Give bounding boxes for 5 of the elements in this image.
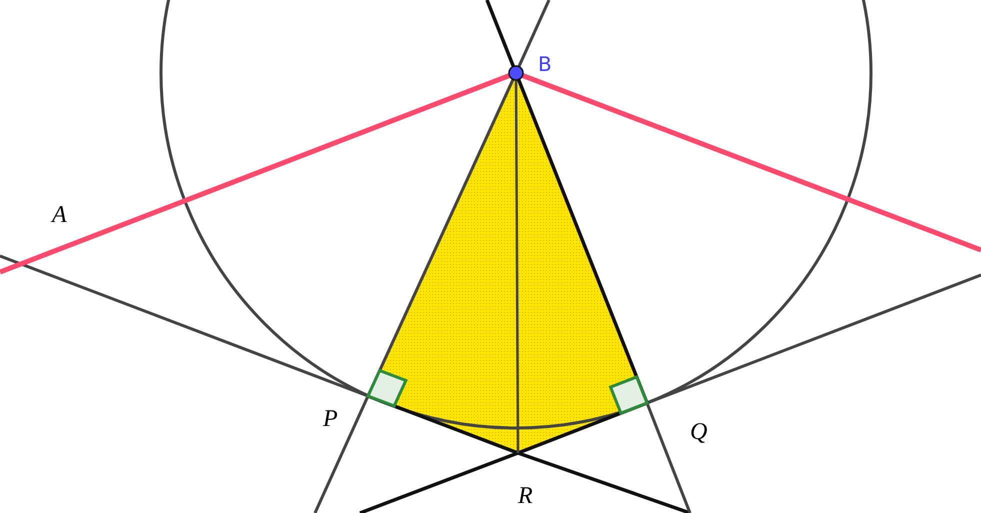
point-label: A: [52, 203, 67, 227]
point-label: P: [323, 407, 338, 431]
point-label: B: [538, 54, 552, 74]
point-label: Q: [690, 420, 708, 444]
point-label: R: [518, 484, 533, 508]
